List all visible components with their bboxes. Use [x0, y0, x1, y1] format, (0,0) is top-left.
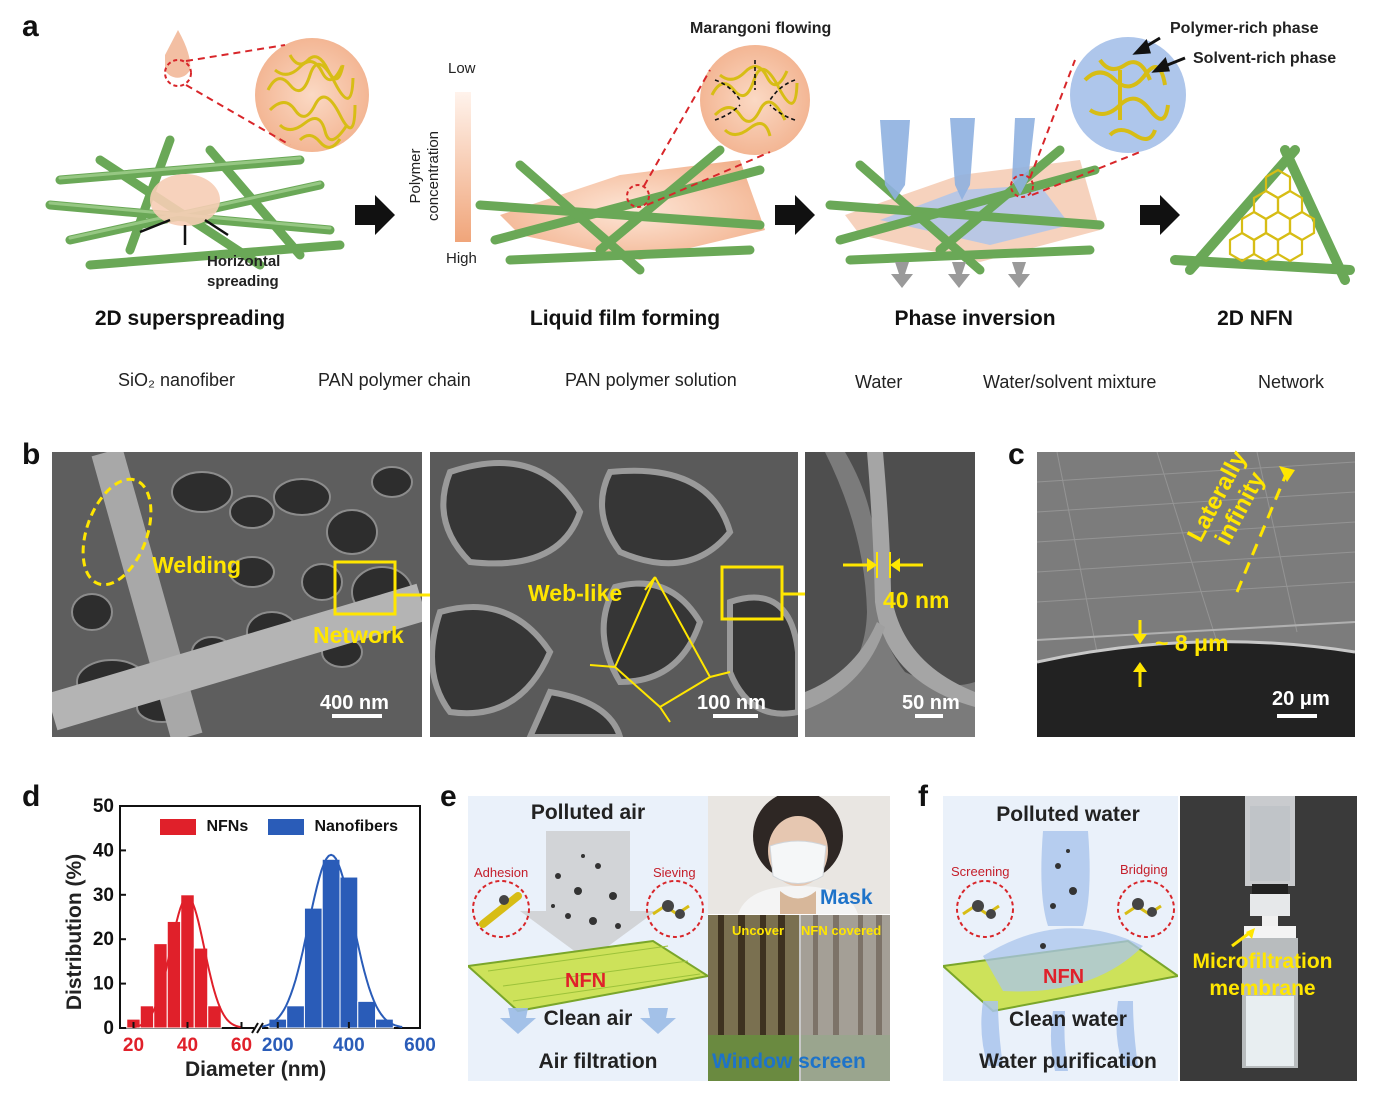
panel-label-c: c: [1008, 438, 1025, 471]
window-screen-photo: [708, 915, 890, 1081]
stage-phase-inversion: Phase inversion: [894, 307, 1056, 330]
panel-label-e: e: [440, 780, 457, 813]
water-purification-caption: Water purification: [979, 1050, 1157, 1073]
x-tick-label-left: 20: [123, 1035, 144, 1056]
sem-image-50nm: [805, 452, 975, 737]
network-label: Network: [313, 622, 404, 648]
polluted-air-title: Polluted air: [530, 801, 646, 824]
thickness-label: ~ 8 μm: [1155, 630, 1229, 656]
stage-liquid-film: Liquid film forming: [529, 307, 721, 330]
adhesion-label: Adhesion: [474, 865, 529, 880]
legend-chain: PAN polymer chain: [318, 370, 471, 390]
sieving-label: Sieving: [653, 865, 696, 880]
histogram-bar: [321, 858, 341, 1029]
y-tick-label: 20: [93, 929, 114, 950]
window-screen-label: Window screen: [712, 1050, 866, 1073]
panel-label-f: f: [918, 780, 928, 813]
nfn-air-label: NFN: [565, 970, 607, 992]
x-tick-label-right: 600: [404, 1035, 435, 1056]
screening-label: Screening: [951, 864, 1010, 879]
legend-water: Water: [855, 372, 903, 392]
sem-image-400nm: [52, 452, 422, 737]
x-tick-label-left: 60: [231, 1035, 252, 1056]
stage-superspreading: 2D superspreading: [94, 307, 286, 330]
bridging-label: Bridging: [1120, 862, 1168, 877]
solvent-rich-label: Solvent-rich phase: [1193, 50, 1337, 67]
superspreading-diagram: [45, 30, 369, 270]
nfn-triangle-diagram: [1170, 145, 1355, 285]
x-tick-label-right: 400: [333, 1035, 365, 1056]
chart-xlabel: Diameter (nm): [185, 1058, 327, 1081]
legend-fiber: SiO₂ nanofiber: [118, 370, 236, 390]
legend-network: Network: [1258, 372, 1325, 392]
clean-air-label: Clean air: [543, 1007, 633, 1030]
histogram-bar: [286, 1005, 305, 1029]
diameter-distribution-chart: 0 10 20 30 40 50 20 40 60 200 400 600: [93, 796, 435, 1056]
axis-break-gap: [254, 1024, 262, 1032]
histogram-bar: [357, 1000, 377, 1029]
panel-label-d: d: [22, 780, 41, 813]
nfn-water-label: NFN: [1043, 966, 1085, 988]
uncover-label: Uncover: [732, 923, 785, 938]
process-arrows: [355, 195, 1180, 235]
panel-label-b: b: [22, 438, 41, 471]
gradient-high-label: High: [446, 250, 477, 267]
legend-nanofibers: Nanofibers: [268, 818, 398, 836]
histogram-bar: [180, 894, 195, 1029]
air-filtration-caption: Air filtration: [538, 1050, 658, 1073]
scalebar-400nm: 400 nm: [320, 692, 389, 714]
histogram-bar: [207, 1005, 222, 1029]
clean-water-label: Clean water: [1009, 1008, 1127, 1031]
scalebar-100nm: 100 nm: [697, 692, 766, 714]
syringe-photo: [1180, 796, 1357, 1081]
gaussian-fit-curve: [133, 895, 242, 1029]
nanofibers-swatch-icon: [268, 818, 304, 835]
phase-inversion-diagram: [825, 36, 1186, 288]
sem-image-cross-section: [1037, 452, 1355, 737]
histogram-bar: [303, 907, 323, 1029]
y-tick-label: 30: [93, 885, 114, 906]
x-tick-label-left: 40: [177, 1035, 198, 1056]
x-tick-label-right: 200: [262, 1035, 294, 1056]
mask-label: Mask: [820, 886, 873, 909]
mask-photo: [708, 796, 890, 914]
panel-label-a: a: [22, 10, 39, 43]
concentration-gradient-bar: [455, 92, 471, 242]
stage-2d-nfn: 2D NFN: [1217, 307, 1293, 330]
chart-ylabel: Distribution (%): [63, 853, 86, 1011]
legend-nfns: NFNs: [160, 818, 248, 836]
width-40nm-label: 40 nm: [883, 587, 950, 613]
scalebar-20um: 20 μm: [1272, 688, 1330, 710]
y-tick-label: 10: [93, 974, 114, 995]
sem-image-100nm: [430, 452, 798, 737]
horizontal-spreading-label: Horizontal spreading: [207, 253, 281, 290]
nfns-swatch-icon: [160, 818, 196, 835]
marangoni-label: Marangoni flowing: [690, 20, 832, 37]
axis-break-mark: [256, 1022, 264, 1034]
panel-a-schematic: [45, 30, 1355, 288]
gradient-low-label: Low: [448, 60, 476, 77]
air-filtration-diagram: [468, 796, 708, 1081]
liquid-film-diagram: [475, 45, 810, 275]
legend-solution: PAN polymer solution: [565, 370, 737, 390]
legend-mixture: Water/solvent mixture: [983, 372, 1157, 392]
polymer-rich-label: Polymer-rich phase: [1170, 20, 1319, 37]
gradient-axis-label: Polymer concentration: [407, 130, 442, 222]
scalebar-50nm: 50 nm: [902, 692, 960, 714]
microfiltration-membrane-label: Microfiltration membrane: [1192, 950, 1333, 1000]
web-like-label: Web-like: [528, 580, 623, 606]
polluted-water-title: Polluted water: [996, 803, 1140, 826]
y-tick-label: 50: [93, 796, 114, 817]
gaussian-fit-curve: [259, 853, 403, 1028]
histogram-bar: [153, 943, 168, 1029]
welding-label: Welding: [152, 552, 242, 578]
histogram-bar: [193, 947, 209, 1029]
water-purification-diagram: [943, 796, 1178, 1081]
nfn-covered-label: NFN covered: [801, 923, 882, 938]
y-tick-label: 0: [103, 1018, 114, 1039]
axis-break-mark: [251, 1022, 259, 1034]
y-tick-label: 40: [93, 840, 114, 861]
